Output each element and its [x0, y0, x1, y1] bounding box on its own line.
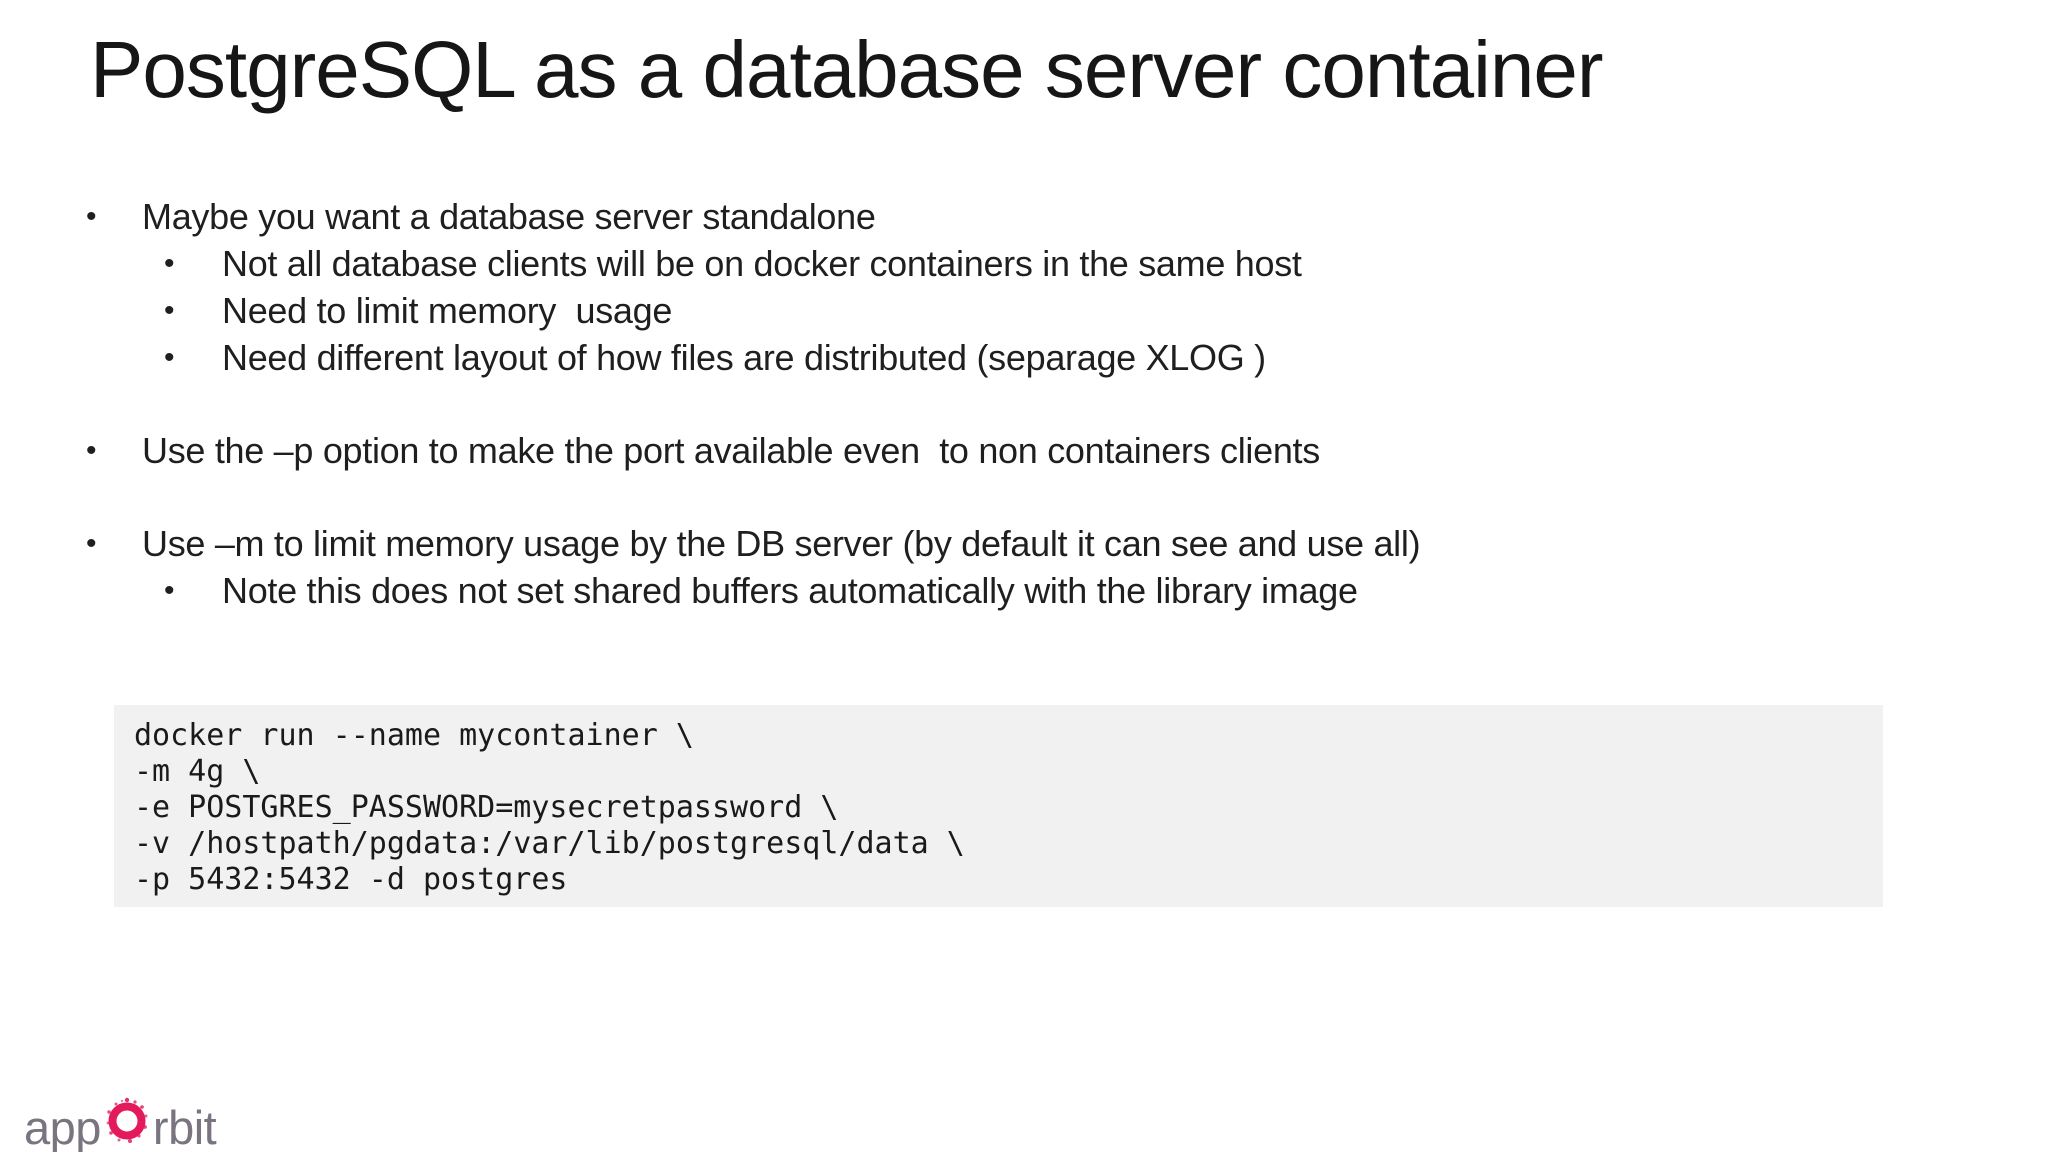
code-line: -m 4g \ [134, 754, 261, 789]
code-block: docker run --name mycontainer \ -m 4g \ … [114, 705, 1883, 907]
logo-prefix: app [24, 1101, 101, 1152]
code-line: -v /hostpath/pgdata:/var/lib/postgresql/… [134, 826, 965, 861]
sub-bullet-text: Note this does not set shared buffers au… [222, 570, 1358, 611]
sub-bullet-text: Need different layout of how files are d… [222, 337, 1266, 378]
bullet-text: Maybe you want a database server standal… [142, 196, 876, 237]
logo-suffix: rbit [152, 1101, 217, 1152]
code-line: -e POSTGRES_PASSWORD=mysecretpassword \ [134, 790, 839, 825]
code-line: -p 5432:5432 -d postgres [134, 862, 568, 897]
bullet-item: Use the –p option to make the port avail… [0, 427, 2048, 474]
sub-bullet-text: Need to limit memory usage [222, 290, 673, 331]
sub-bullet-item: Need different layout of how files are d… [0, 334, 2048, 381]
bullet-item: Maybe you want a database server standal… [0, 193, 2048, 240]
apporbit-logo: app rbit [24, 1094, 217, 1152]
page-title: PostgreSQL as a database server containe… [90, 25, 1603, 114]
bullet-text: Use –m to limit memory usage by the DB s… [142, 523, 1421, 564]
bullet-item: Use –m to limit memory usage by the DB s… [0, 520, 2048, 567]
code-line: docker run --name mycontainer \ [134, 718, 694, 753]
sub-bullet-item: Not all database clients will be on dock… [0, 240, 2048, 287]
bullet-text: Use the –p option to make the port avail… [142, 430, 1320, 471]
orbit-o-icon [102, 1094, 152, 1152]
sub-bullet-item: Need to limit memory usage [0, 287, 2048, 334]
sub-bullet-item: Note this does not set shared buffers au… [0, 567, 2048, 614]
sub-bullet-text: Not all database clients will be on dock… [222, 243, 1302, 284]
